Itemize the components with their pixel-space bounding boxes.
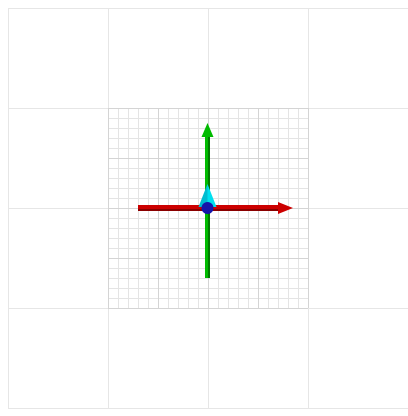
x-axis-arrow[interactable] — [138, 202, 293, 214]
origin-sphere[interactable] — [201, 202, 214, 214]
z-axis-arrow[interactable] — [198, 184, 217, 207]
x-axis-arrowhead[interactable] — [278, 202, 293, 214]
z-axis-cone-shade — [198, 184, 208, 207]
y-axis-arrowhead[interactable] — [201, 123, 214, 137]
z-axis-cone[interactable] — [198, 184, 217, 207]
